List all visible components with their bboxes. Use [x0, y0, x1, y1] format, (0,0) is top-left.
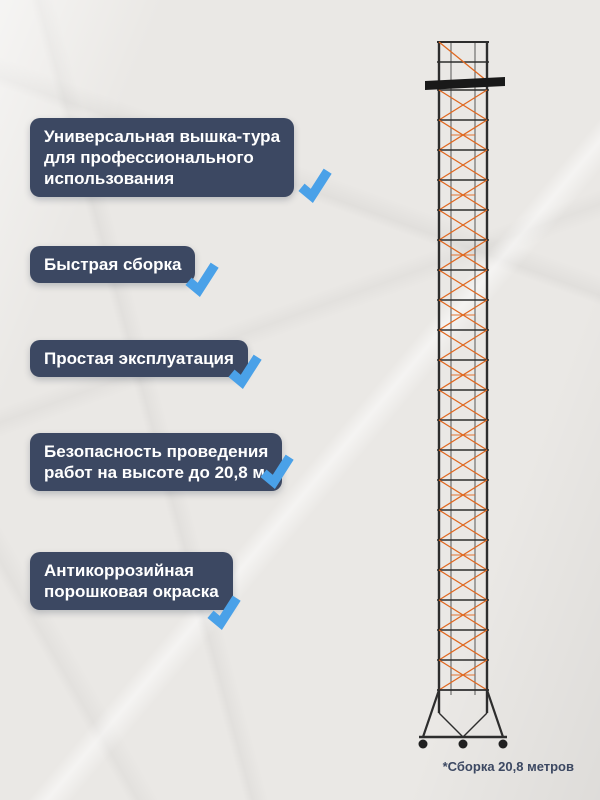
check-icon: [182, 257, 223, 298]
feature-easy-operation: Простая эксплуатация: [30, 340, 262, 390]
check-icon: [257, 450, 298, 491]
feature-badge: Безопасность проведения работ на высоте …: [30, 433, 283, 492]
feature-badge: Универсальная вышка-тура для профессиона…: [30, 118, 295, 198]
feature-badge: Быстрая сборка: [30, 246, 196, 284]
check-icon: [224, 349, 265, 390]
check-icon: [203, 591, 244, 632]
check-icon: [294, 164, 335, 205]
feature-universal-tower: Универсальная вышка-тура для профессиона…: [30, 118, 332, 204]
footnote: *Сборка 20,8 метров: [442, 759, 574, 774]
feature-badge: Антикоррозийная порошковая окраска: [30, 552, 233, 611]
feature-work-safety: Безопасность проведения работ на высоте …: [30, 433, 294, 492]
feature-fast-assembly: Быстрая сборка: [30, 246, 220, 298]
scaffold-tower-image: [413, 35, 513, 765]
feature-anticorrosion-coating: Антикоррозийная порошковая окраска: [30, 552, 241, 631]
feature-badge: Простая эксплуатация: [30, 340, 248, 378]
